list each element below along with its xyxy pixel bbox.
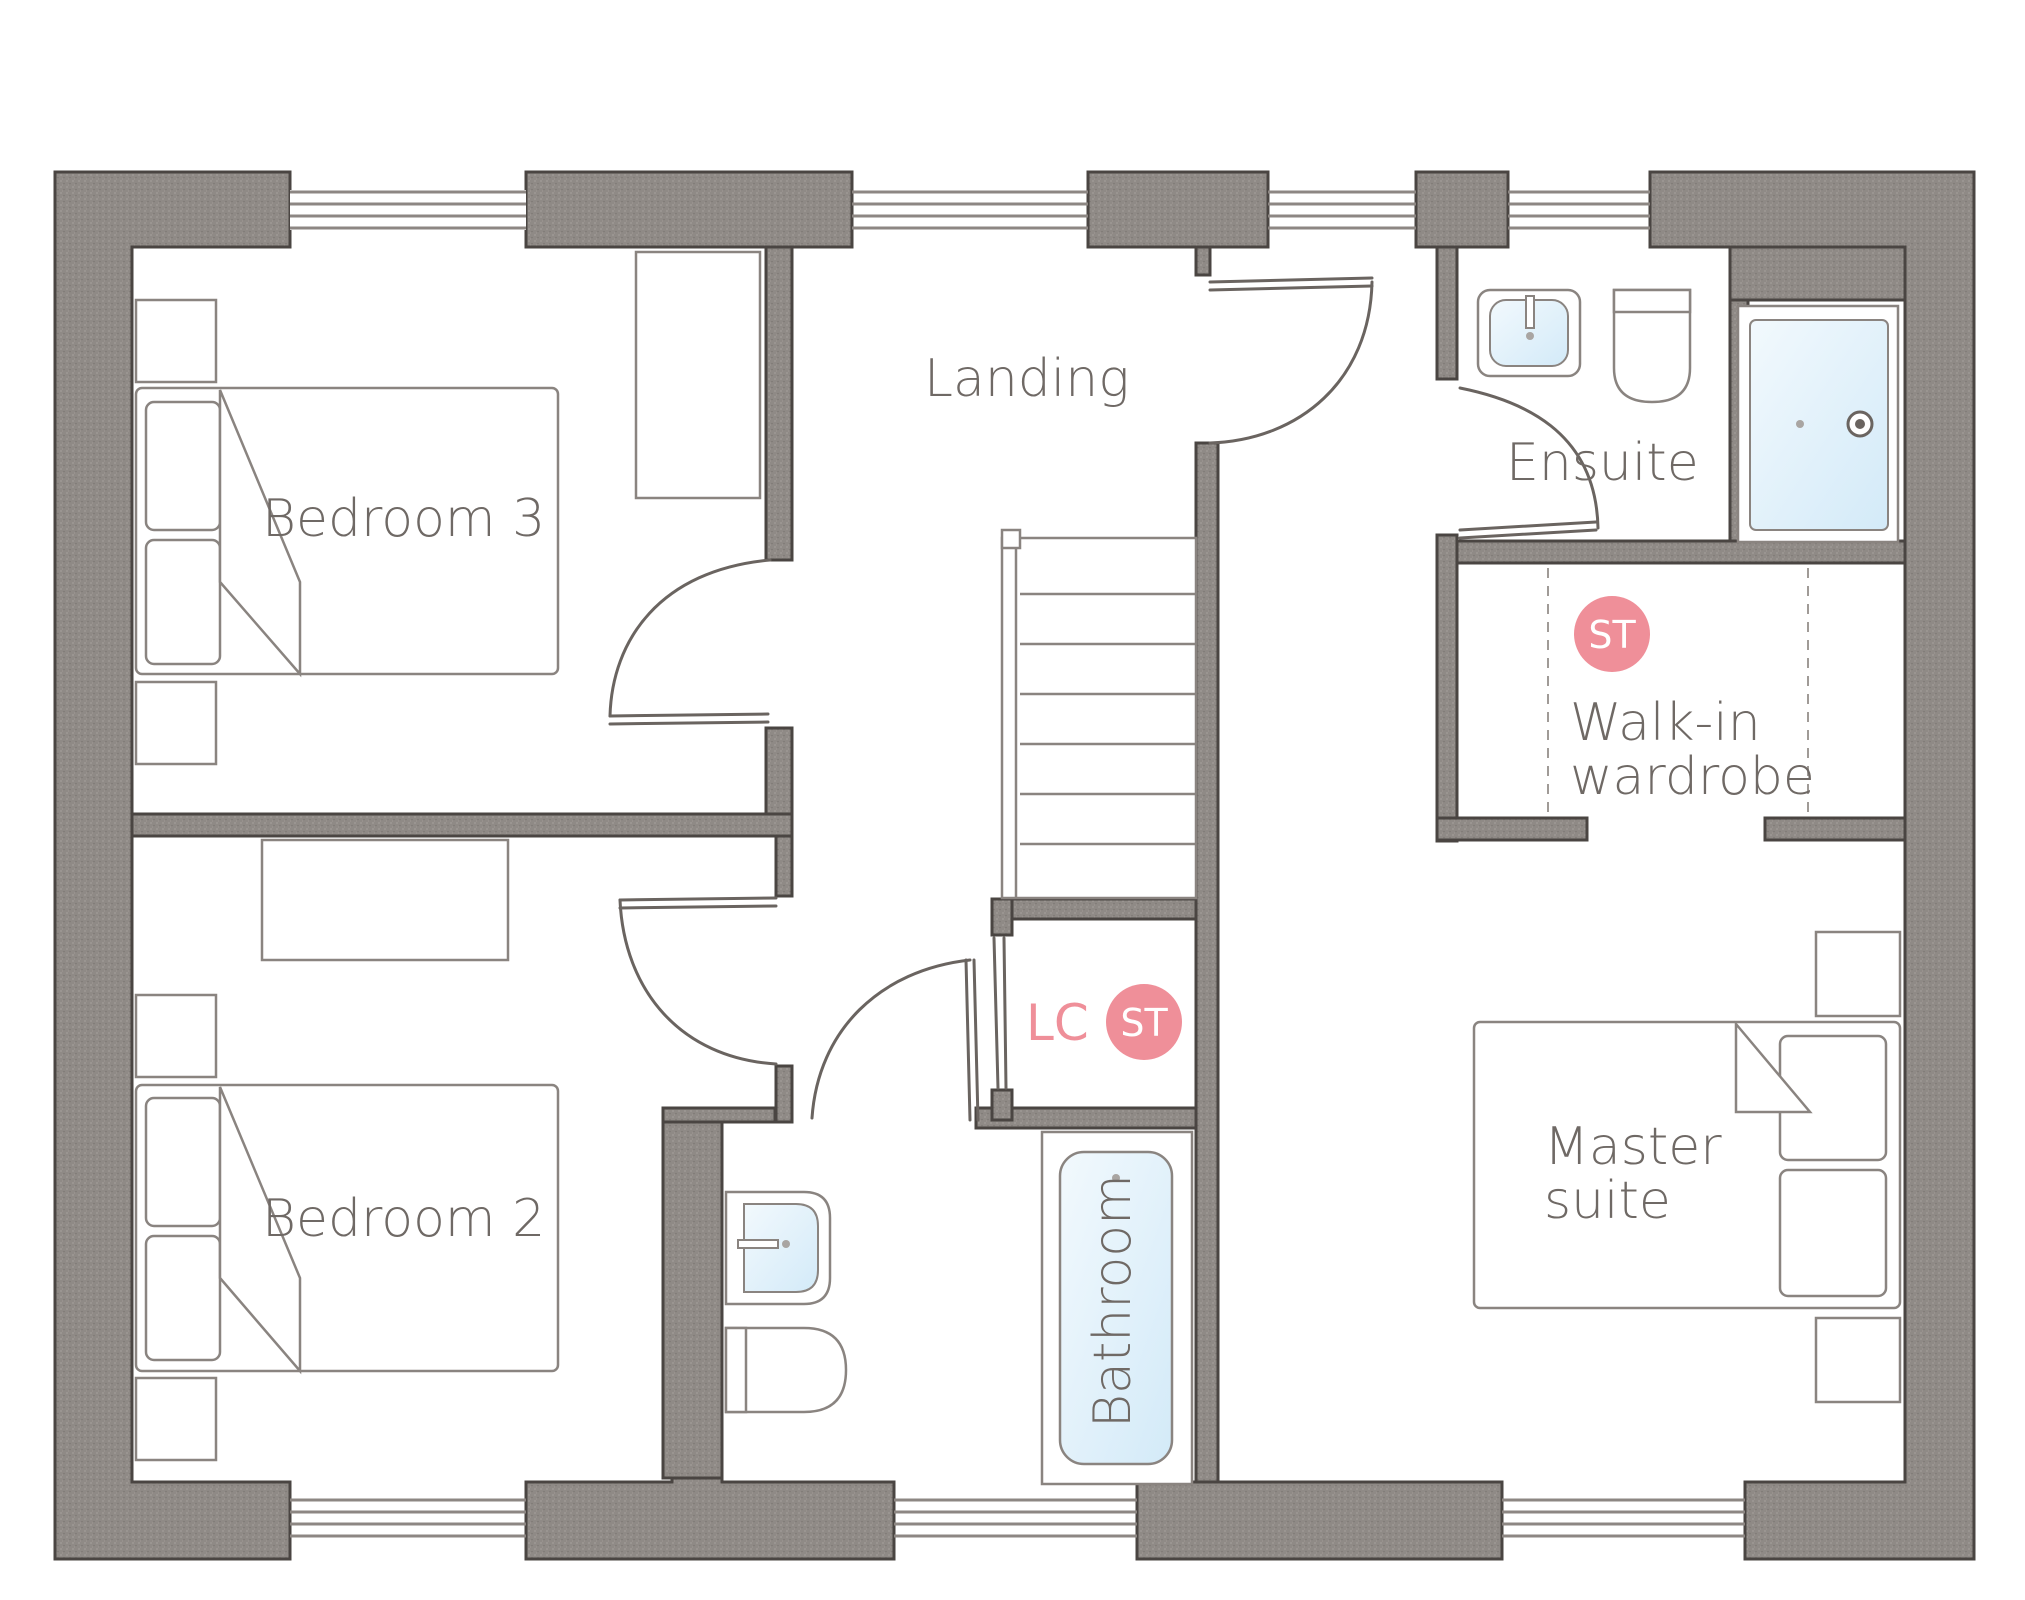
labels: Landing Bedroom 3 Bedroom 2 Ensuite Walk… <box>262 349 1815 1428</box>
label-landing: Landing <box>924 349 1129 409</box>
door-linen-cupboard <box>992 936 1008 1090</box>
door-bedroom3 <box>608 558 772 726</box>
bedside-table <box>1814 1316 1902 1404</box>
label-walkin-1: Walk-in <box>1570 693 1761 753</box>
label-linen-cupboard: LC <box>1026 994 1089 1052</box>
label-ensuite: Ensuite <box>1506 433 1699 493</box>
wardrobe-rails <box>1547 568 1809 816</box>
label-master-1: Master <box>1544 1117 1722 1177</box>
windows <box>290 190 1745 1538</box>
staircase <box>1000 528 1198 900</box>
ensuite-fixtures <box>1476 288 1900 544</box>
badge-storage-cupboard: ST <box>1106 984 1182 1060</box>
wardrobe-bedroom2 <box>260 838 510 962</box>
shower <box>1736 304 1900 544</box>
bedside-table <box>134 993 218 1079</box>
label-bedroom2: Bedroom 2 <box>262 1189 545 1249</box>
window-top-landing-2 <box>1268 190 1416 230</box>
basin-bathroom <box>724 1190 832 1306</box>
window-bottom-master <box>1502 1498 1745 1538</box>
door-bathroom <box>810 958 980 1122</box>
bedside-table <box>134 1376 218 1462</box>
window-top-bedroom3 <box>290 190 526 230</box>
door-ensuite <box>1458 386 1600 540</box>
toilet-ensuite <box>1612 288 1692 404</box>
bedroom2-furniture <box>134 838 560 1462</box>
door-bedroom2 <box>618 896 778 1066</box>
doors <box>608 276 1600 1122</box>
window-top-landing <box>852 190 1088 230</box>
bedroom3-furniture <box>134 250 762 766</box>
basin-ensuite <box>1476 288 1582 378</box>
door-master-suite <box>1208 276 1374 445</box>
label-bathroom: Bathroom <box>1083 1174 1143 1428</box>
master-furniture <box>1472 930 1902 1404</box>
label-bedroom3: Bedroom 3 <box>262 489 545 549</box>
bedside-table <box>134 298 218 384</box>
bedside-table <box>1814 930 1902 1018</box>
label-master-2: suite <box>1544 1171 1671 1231</box>
window-bottom-bathroom <box>894 1498 1137 1538</box>
label-walkin-2: wardrobe <box>1570 747 1815 807</box>
bedside-table <box>134 680 218 766</box>
bathroom-fixtures <box>724 1130 1194 1486</box>
window-bottom-bedroom2 <box>290 1498 526 1538</box>
badge-text-st: ST <box>1120 1001 1168 1045</box>
internal-walls <box>130 245 1907 1484</box>
bath <box>1040 1130 1194 1486</box>
badge-text-st: ST <box>1588 613 1636 657</box>
toilet-bathroom <box>724 1326 848 1414</box>
badge-storage-wardrobe: ST <box>1574 596 1650 672</box>
wardrobe-bedroom3 <box>634 250 762 500</box>
window-top-ensuite <box>1508 190 1650 230</box>
